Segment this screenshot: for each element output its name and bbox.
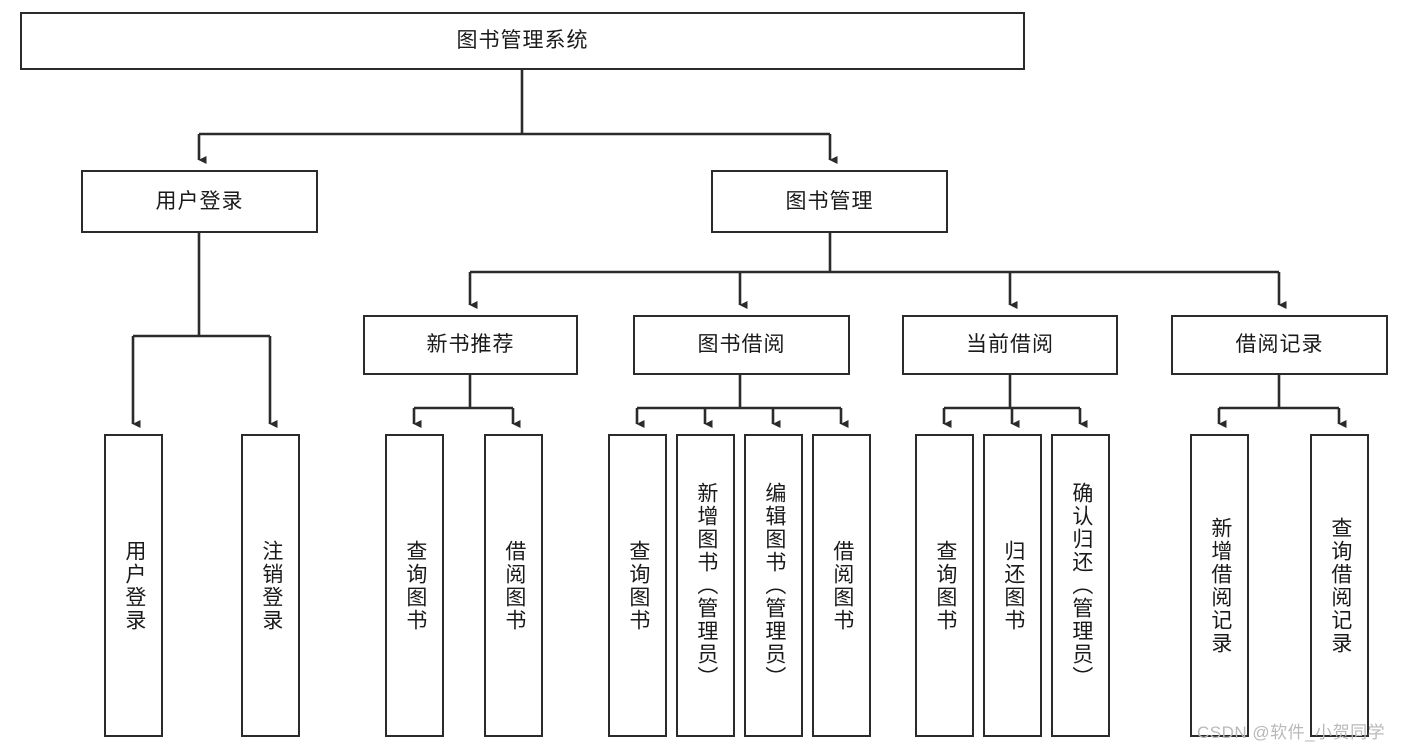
node-root[interactable]: 图书管理系统 — [20, 12, 1025, 70]
node-leaf-return-book-label: 归还图书 — [1001, 539, 1025, 632]
node-user-login[interactable]: 用户登录 — [81, 170, 318, 233]
node-leaf-query-borrow-record[interactable]: 查询借阅记录 — [1310, 434, 1369, 737]
node-leaf-user-login-label: 用户登录 — [122, 539, 146, 632]
node-borrow-record-label: 借阅记录 — [1235, 333, 1324, 357]
node-leaf-add-borrow-record[interactable]: 新增借阅记录 — [1190, 434, 1249, 737]
node-root-label: 图书管理系统 — [456, 29, 589, 53]
node-leaf-query-book-current-label: 查询图书 — [933, 539, 957, 632]
node-leaf-borrow-book-label: 借阅图书 — [830, 539, 854, 632]
node-current-borrow[interactable]: 当前借阅 — [902, 315, 1118, 375]
node-leaf-user-logout[interactable]: 注销登录 — [241, 434, 300, 737]
node-leaf-add-book-admin-label: 新增图书（管理员） — [694, 482, 718, 689]
node-leaf-confirm-return-admin[interactable]: 确认归还（管理员） — [1051, 434, 1110, 737]
node-leaf-borrow-book-recommend[interactable]: 借阅图书 — [484, 434, 543, 737]
node-borrow-record[interactable]: 借阅记录 — [1171, 315, 1388, 375]
node-leaf-query-book-borrow-label: 查询图书 — [626, 539, 650, 632]
node-book-borrow[interactable]: 图书借阅 — [633, 315, 850, 375]
node-leaf-confirm-return-admin-label: 确认归还（管理员） — [1069, 482, 1093, 689]
node-leaf-query-book-recommend-label: 查询图书 — [403, 539, 427, 632]
node-leaf-query-borrow-record-label: 查询借阅记录 — [1328, 516, 1352, 655]
node-leaf-add-book-admin[interactable]: 新增图书（管理员） — [676, 434, 735, 737]
node-book-borrow-label: 图书借阅 — [697, 333, 786, 357]
node-leaf-query-book-recommend[interactable]: 查询图书 — [385, 434, 444, 737]
node-leaf-edit-book-admin[interactable]: 编辑图书（管理员） — [744, 434, 803, 737]
node-new-book-recommend-label: 新书推荐 — [426, 333, 515, 357]
node-leaf-user-login[interactable]: 用户登录 — [104, 434, 163, 737]
node-leaf-user-logout-label: 注销登录 — [259, 539, 283, 632]
node-leaf-borrow-book[interactable]: 借阅图书 — [812, 434, 871, 737]
node-user-login-label: 用户登录 — [155, 189, 244, 213]
node-new-book-recommend[interactable]: 新书推荐 — [363, 315, 578, 375]
node-leaf-query-book-current[interactable]: 查询图书 — [915, 434, 974, 737]
node-leaf-return-book[interactable]: 归还图书 — [983, 434, 1042, 737]
node-leaf-borrow-book-recommend-label: 借阅图书 — [502, 539, 526, 632]
node-leaf-add-borrow-record-label: 新增借阅记录 — [1208, 516, 1232, 655]
node-current-borrow-label: 当前借阅 — [966, 333, 1054, 357]
node-leaf-query-book-borrow[interactable]: 查询图书 — [608, 434, 667, 737]
node-leaf-edit-book-admin-label: 编辑图书（管理员） — [762, 482, 786, 689]
node-book-management-label: 图书管理 — [785, 189, 874, 213]
node-book-management[interactable]: 图书管理 — [711, 170, 948, 233]
